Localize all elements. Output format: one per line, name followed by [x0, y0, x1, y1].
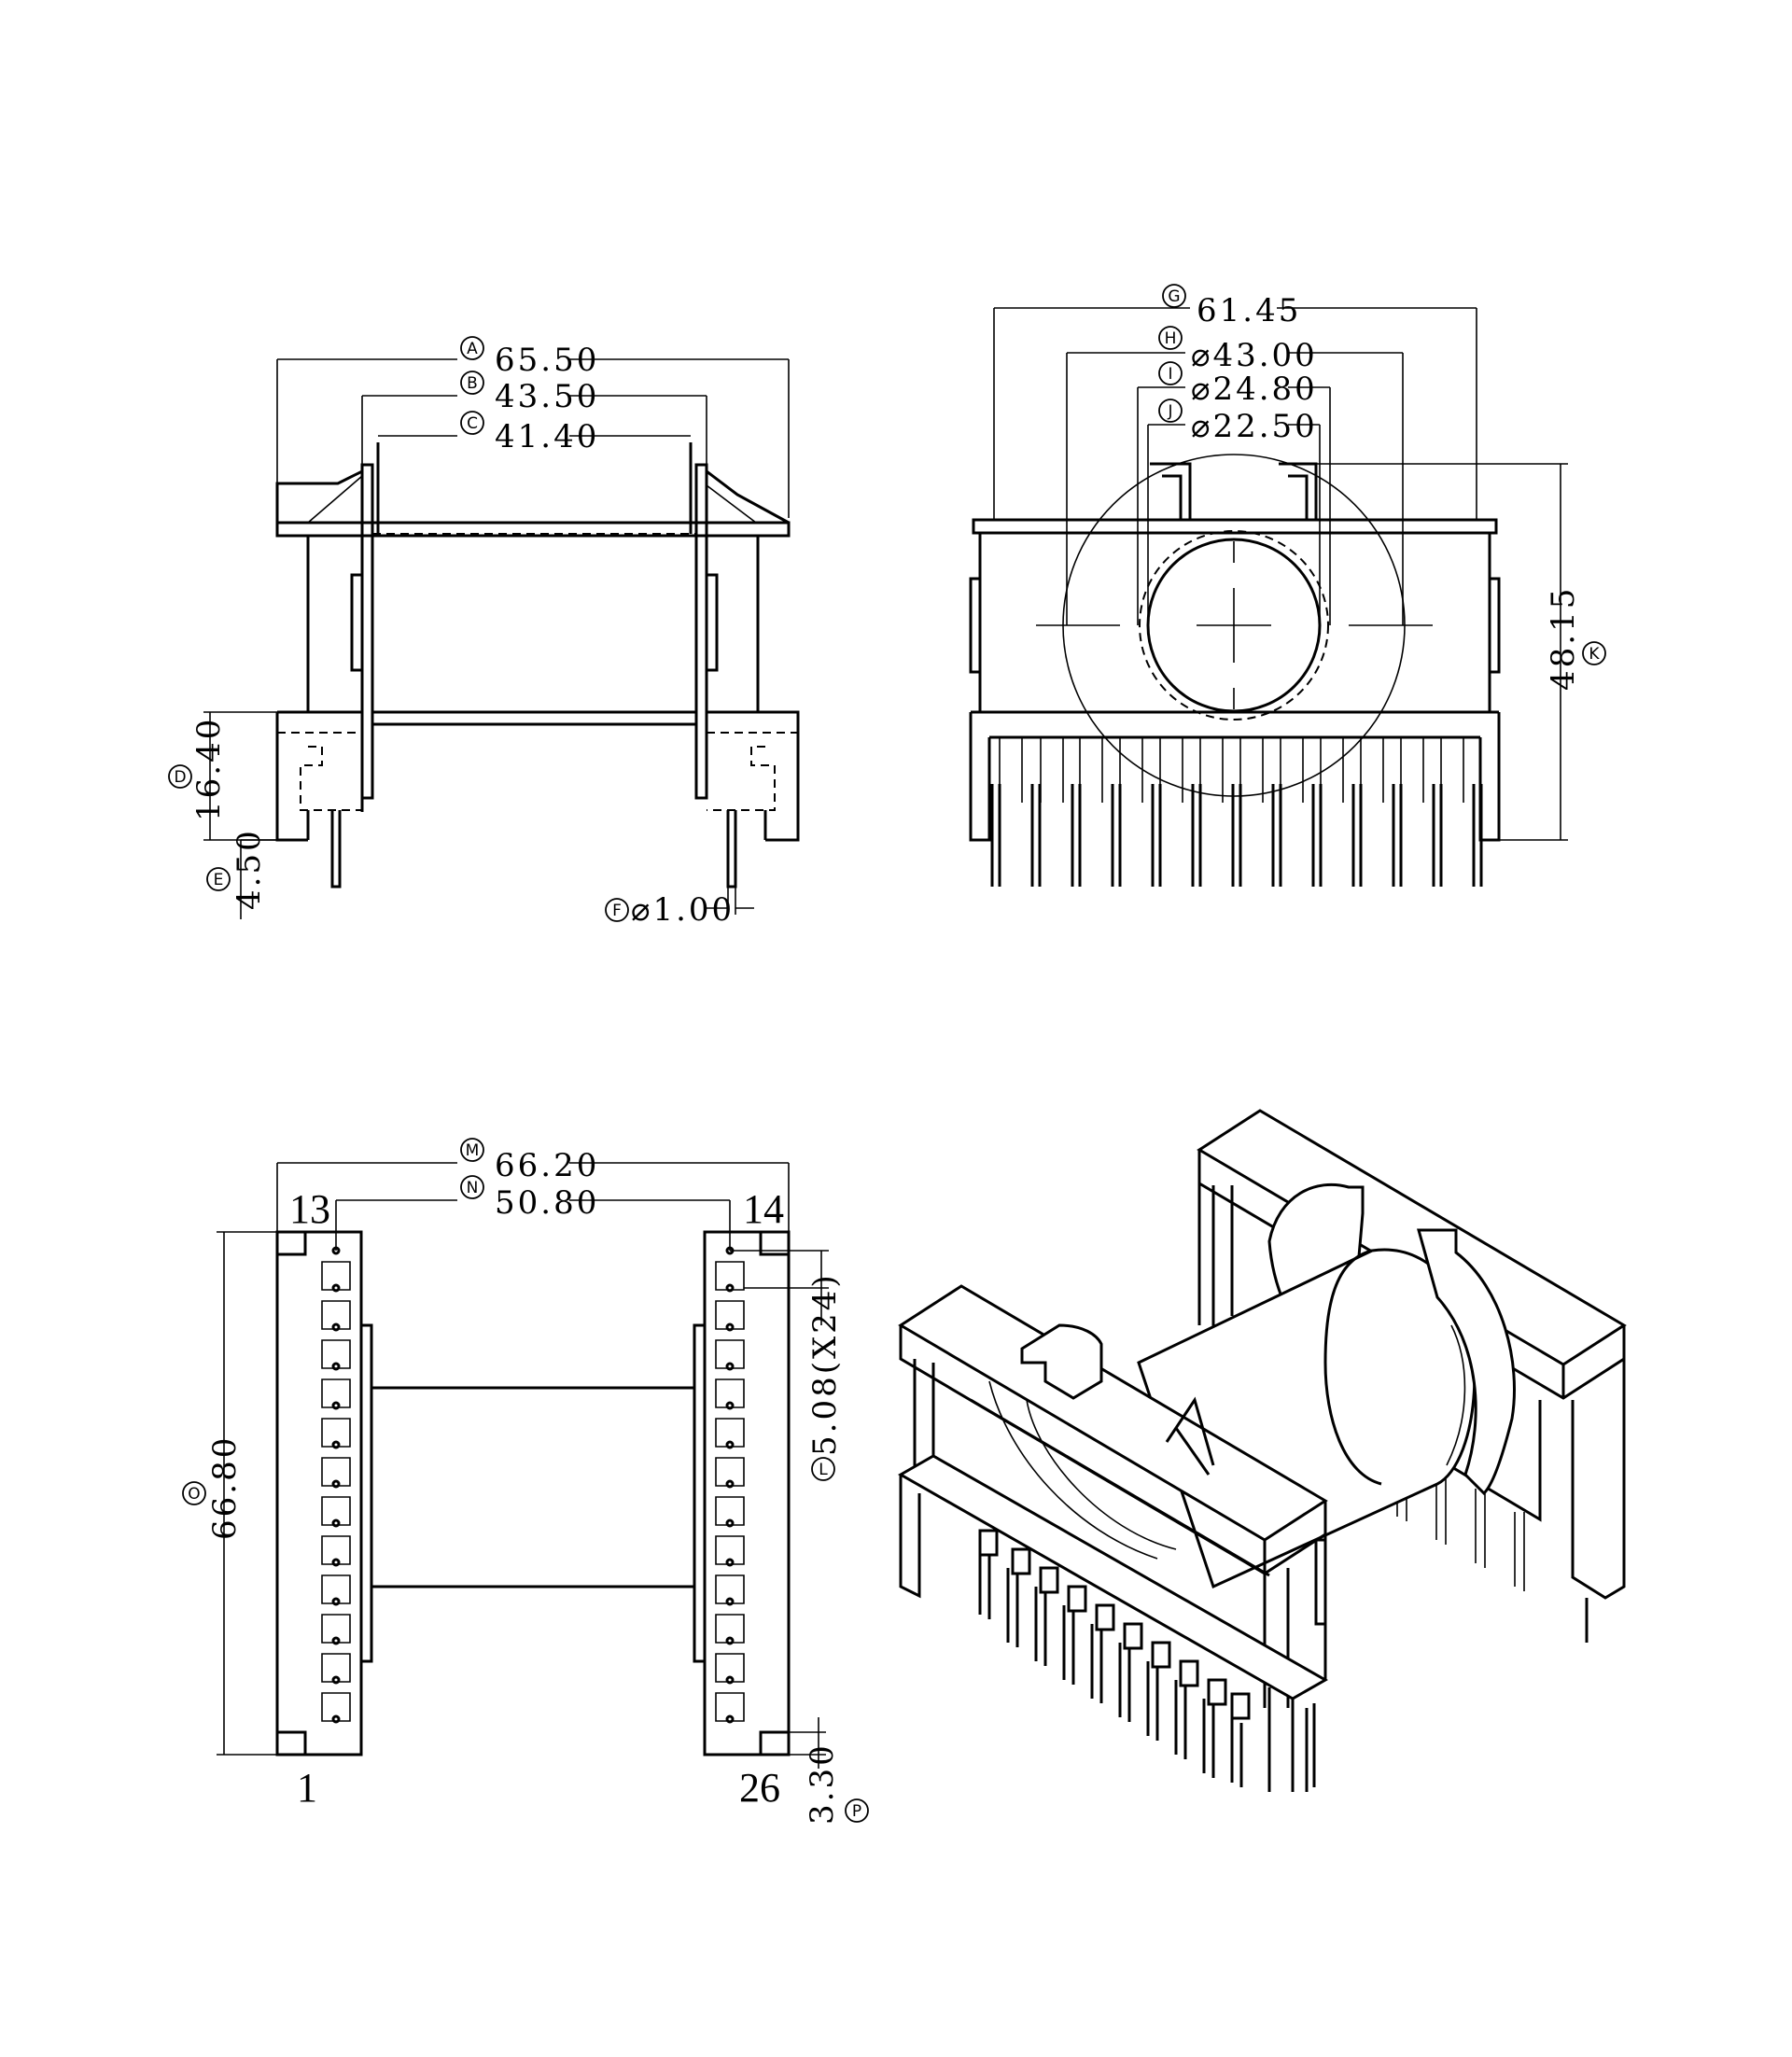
- svg-text:F: F: [612, 902, 622, 920]
- isometric-front-pins: [978, 1549, 1316, 1792]
- dim-m-label: M: [460, 1138, 484, 1162]
- svg-text:K: K: [1589, 645, 1600, 664]
- dim-n-label: N: [460, 1175, 484, 1199]
- svg-text:D: D: [174, 768, 186, 787]
- svg-text:L: L: [819, 1461, 828, 1479]
- side-view: 61.45 G ⌀43.00 H ⌀24.80 I ⌀22.50 J 48.15…: [969, 284, 1606, 887]
- bottom-view-left-pads: [321, 1261, 351, 1722]
- svg-text:O: O: [188, 1485, 200, 1504]
- svg-text:H: H: [1165, 329, 1177, 348]
- dim-o-value: 66.80: [206, 1435, 244, 1540]
- dim-j-label: J: [1158, 399, 1183, 423]
- dim-k-value: 48.15: [1545, 586, 1582, 691]
- dim-m-value: 66.20: [495, 1147, 599, 1184]
- dim-i-value: ⌀24.80: [1191, 371, 1318, 408]
- dim-h-value: ⌀43.00: [1191, 337, 1318, 374]
- pin-label-1: 1: [297, 1765, 317, 1811]
- bottom-view-pin-holes: [331, 1246, 735, 1724]
- dim-i-label: I: [1158, 361, 1183, 385]
- pin-label-13: 13: [289, 1186, 330, 1232]
- side-view-pins: [990, 784, 1483, 887]
- dim-j-value: ⌀22.50: [1191, 408, 1318, 445]
- dim-g-value: 61.45: [1197, 292, 1301, 329]
- dim-g-label: G: [1162, 284, 1186, 308]
- dim-b-value: 43.50: [495, 378, 599, 415]
- dim-a-value: 65.50: [495, 342, 599, 379]
- svg-text:M: M: [466, 1141, 480, 1160]
- dim-l-label: L: [811, 1457, 835, 1481]
- dim-h-label: H: [1158, 326, 1183, 350]
- isometric-front-tabs: [978, 1529, 1251, 1720]
- dim-k-label: K: [1582, 641, 1606, 665]
- pin-label-14: 14: [743, 1186, 784, 1232]
- dim-c-label: C: [460, 411, 484, 435]
- dim-n-value: 50.80: [495, 1184, 599, 1222]
- dim-f-value: ⌀1.00: [631, 891, 735, 929]
- svg-text:N: N: [467, 1179, 479, 1197]
- svg-text:G: G: [1168, 287, 1180, 306]
- dim-d-label: D: [168, 764, 192, 789]
- dim-c-value: 41.40: [495, 418, 599, 455]
- dim-e-label: E: [206, 867, 231, 891]
- bottom-view-right-pads: [715, 1261, 745, 1722]
- front-view: 65.50 A 43.50 B 41.40 C 16.40 D 4.50 E ⌀…: [168, 336, 800, 929]
- svg-text:C: C: [467, 414, 478, 433]
- pin-label-26: 26: [739, 1765, 780, 1811]
- dim-d-value: 16.40: [190, 717, 228, 821]
- svg-text:B: B: [467, 374, 478, 393]
- bottom-view: 13 14 1 26 66.20 M 50.80 N 66.80 O 5.08(…: [182, 1138, 869, 1825]
- dim-l-value: 5.08(X24): [806, 1272, 844, 1456]
- svg-text:I: I: [1168, 365, 1172, 384]
- svg-text:A: A: [467, 340, 478, 358]
- svg-text:P: P: [852, 1802, 861, 1821]
- isometric-view: [897, 1109, 1627, 1792]
- dim-o-label: O: [182, 1481, 206, 1505]
- dim-p-value: 3.30: [804, 1742, 841, 1825]
- dim-f-label: F: [605, 898, 629, 922]
- dim-e-value: 4.50: [231, 828, 268, 910]
- dim-a-label: A: [460, 336, 484, 360]
- dim-p-label: P: [845, 1798, 869, 1823]
- dim-b-label: B: [460, 371, 484, 395]
- svg-text:J: J: [1167, 402, 1172, 421]
- svg-text:E: E: [214, 871, 224, 889]
